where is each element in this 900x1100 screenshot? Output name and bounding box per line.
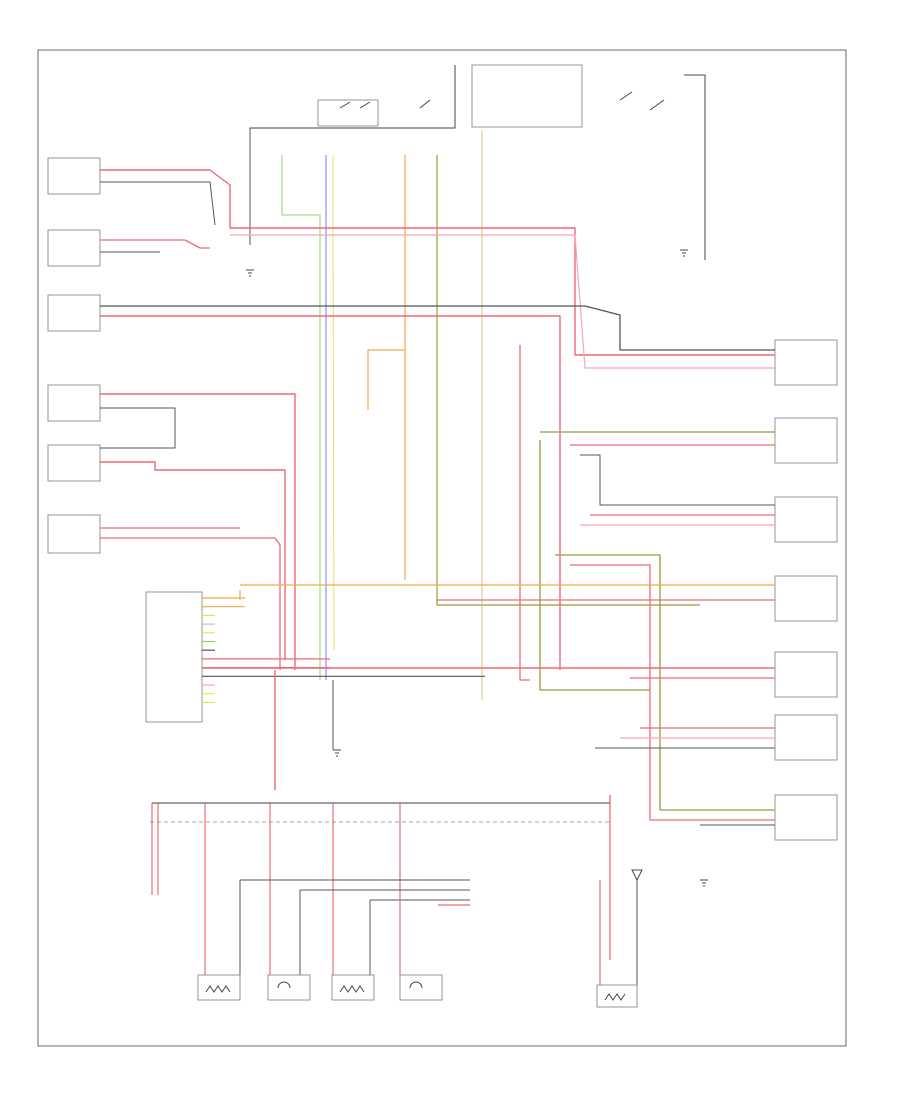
lamp-box-3 (47, 294, 101, 332)
wire-black (100, 305, 775, 351)
bottom-box-2 (267, 974, 311, 1001)
right-module-4 (774, 575, 838, 622)
wire-red (570, 564, 775, 821)
right-module-1 (774, 339, 838, 386)
ground-symbols (246, 249, 708, 887)
antenna-icon (631, 869, 643, 882)
wire-layer (100, 130, 775, 990)
right-module-5 (774, 651, 838, 698)
wire-red (100, 393, 296, 670)
connector-bar (150, 802, 610, 823)
right-module-7 (774, 794, 838, 841)
right-modules (774, 339, 838, 841)
bottom-box-4 (399, 974, 443, 1001)
bottom-components (197, 869, 643, 1008)
wire-olive (539, 440, 650, 691)
wire-green (281, 155, 321, 680)
wire-red (100, 537, 281, 670)
wire-orange (367, 349, 405, 410)
relay-contacts (317, 99, 379, 127)
wire-black (100, 181, 216, 226)
wire-red (519, 345, 530, 681)
bottom-box-5 (596, 984, 638, 1008)
wire-red (100, 315, 561, 670)
right-module-2 (774, 417, 838, 464)
lamp-box-1 (47, 157, 101, 195)
wire-red (100, 239, 210, 249)
lamp-box-4 (47, 384, 101, 422)
wire-black (100, 407, 176, 449)
ignition-switch (619, 74, 706, 260)
left-lamp-group (47, 157, 101, 554)
top-switch-block (249, 65, 456, 130)
switch-box (47, 514, 101, 554)
cluster-connector (145, 591, 203, 723)
wire-pink (230, 234, 775, 369)
wire-olive (436, 155, 700, 606)
instrument-cluster (145, 591, 203, 723)
lamp-box-2 (47, 229, 101, 267)
fuse-box (471, 64, 583, 128)
right-module-3 (774, 496, 838, 543)
fuse-box-outline (471, 64, 583, 128)
wire-yellow (332, 155, 335, 651)
wire-black (580, 454, 775, 506)
diagram-frame (37, 49, 847, 1047)
right-module-6 (774, 714, 838, 761)
wire-red (100, 169, 775, 356)
wire-red (100, 461, 286, 660)
wire-olive (555, 554, 775, 811)
lamp-box-5 (47, 444, 101, 482)
